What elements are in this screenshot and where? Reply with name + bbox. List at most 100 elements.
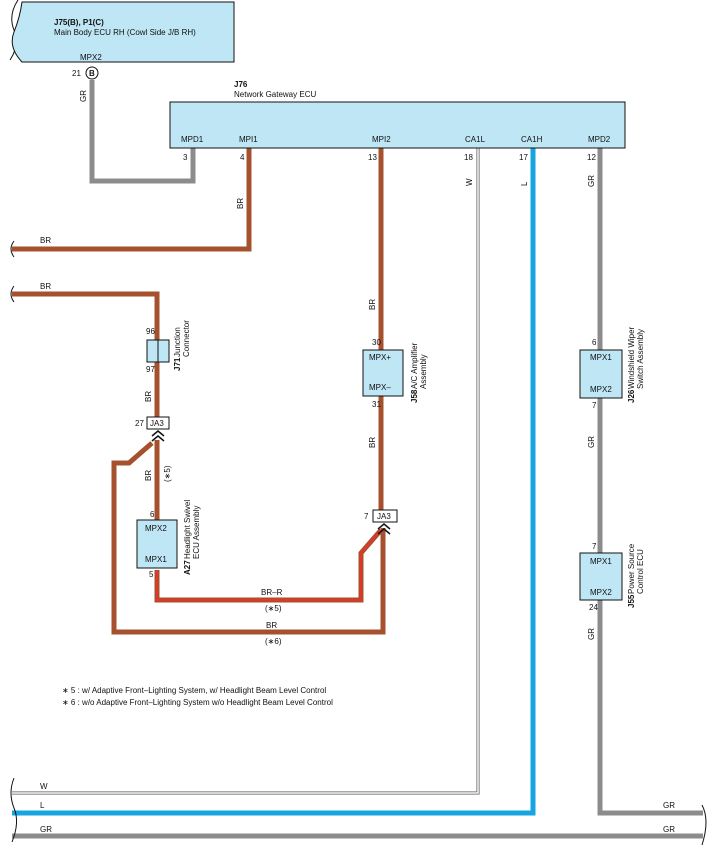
j71-name2: Connector — [182, 320, 191, 357]
j76-pin-ca1l: 18 — [464, 153, 473, 162]
j26-pin-bottom: 7 — [592, 401, 597, 410]
ja3-right-chevron — [377, 523, 391, 535]
j76-port-mpd2: MPD2 — [588, 135, 611, 144]
j76-pin-mpi1: 4 — [240, 153, 245, 162]
label-gr-bottom-left: GR — [40, 825, 52, 834]
j75-code: J75(B), P1(C) — [54, 18, 104, 27]
ja3-right-box — [372, 509, 398, 523]
a27-name2: ECU Assembly — [192, 506, 201, 559]
label-br-a27: BR — [144, 470, 153, 481]
j75-pin: 21 — [72, 69, 81, 78]
j58-label: J58 A/C Amplifier Assembly — [410, 342, 428, 403]
j55-label: J55 Power Source Control ECU — [627, 543, 645, 608]
wire-w-ca1l — [12, 148, 480, 795]
j75-pin-circle — [85, 66, 99, 80]
j26-code: J26 — [627, 389, 636, 403]
break-br2 — [10, 285, 15, 303]
j71-label: J71 Junction Connector — [173, 320, 191, 371]
j76-port-ca1h: CA1H — [521, 135, 543, 144]
note-6: ∗ 6 : w/o Adaptive Front–Lighting System… — [62, 698, 333, 707]
wire-w-ca1l-core — [12, 148, 479, 794]
label-br-left1: BR — [40, 236, 51, 245]
j55-port-top: MPX1 — [590, 557, 612, 566]
label-br-mpi2: BR — [368, 299, 377, 310]
wire-br-r-stripe — [156, 529, 382, 601]
label-gr-right2: GR — [663, 825, 675, 834]
j58-port-top: MPX+ — [369, 353, 391, 362]
j58-pin-top: 30 — [372, 338, 381, 347]
label-gr-mpd2: GR — [587, 175, 596, 187]
ja3-left-label: JA3 — [150, 419, 164, 428]
j55-pin-top: 7 — [592, 542, 597, 551]
j76-port-mpd1: MPD1 — [181, 135, 204, 144]
wire-l-ca1h — [12, 148, 536, 816]
ja3-right-pin: 7 — [364, 512, 369, 521]
j58-box — [362, 349, 404, 397]
ja3-left-box — [146, 416, 170, 430]
j76-box — [169, 101, 626, 149]
ja3-right-label: JA3 — [377, 512, 391, 521]
j58-name1: A/C Amplifier — [410, 342, 419, 389]
j76-port-ca1l: CA1L — [465, 135, 486, 144]
a27-pin-top: 6 — [150, 510, 155, 519]
j58-name2: Assembly — [419, 354, 428, 389]
a27-pin-bottom: 5 — [149, 570, 154, 579]
label-note6-loop: (∗6) — [265, 637, 282, 646]
j55-code: J55 — [627, 594, 636, 608]
label-w-bottom: W — [40, 782, 48, 791]
wire-br-mpi1 — [12, 148, 252, 252]
j76-pin-mpd2: 12 — [587, 153, 596, 162]
j75-pin-letter: B — [89, 69, 95, 78]
note-5: ∗ 5 : w/ Adaptive Front–Lighting System,… — [62, 686, 326, 695]
break-right — [701, 804, 707, 846]
label-gr-right1: GR — [663, 801, 675, 810]
wire-gr-j55 — [597, 600, 703, 816]
label-br-loop: BR — [266, 621, 277, 630]
label-gr-j75: GR — [79, 90, 88, 102]
wire-br-loop — [111, 441, 386, 635]
label-note5-a27: (∗5) — [163, 465, 172, 482]
label-br-j58: BR — [368, 437, 377, 448]
j26-name1: Windshield Wiper — [627, 326, 636, 389]
j76-port-mpi1: MPI1 — [239, 135, 258, 144]
a27-port-bottom: MPX1 — [145, 555, 167, 564]
j26-box — [579, 349, 623, 399]
label-br-left2: BR — [40, 282, 51, 291]
j71-name1: Junction — [173, 327, 182, 357]
label-note5-br-r: (∗5) — [265, 604, 282, 613]
j55-pin-bottom: 24 — [589, 603, 598, 612]
j55-port-bottom: MPX2 — [590, 588, 612, 597]
j71-pin-bottom: 97 — [146, 365, 155, 374]
j76-code: J76 — [234, 80, 248, 89]
ja3-left-chevron — [151, 430, 165, 442]
label-br-r: BR–R — [261, 588, 283, 597]
break-bottom — [10, 777, 18, 843]
label-l: L — [520, 181, 529, 186]
j55-box — [579, 552, 623, 601]
j58-port-bottom: MPX– — [369, 383, 391, 392]
j76-port-mpi2: MPI2 — [372, 135, 391, 144]
break-br1 — [10, 240, 15, 258]
j76-name: Network Gateway ECU — [234, 90, 316, 99]
wire-br-j71 — [12, 291, 160, 340]
a27-name1: Headlight Swivel — [183, 500, 192, 559]
j71-pin-top: 96 — [146, 327, 155, 336]
j26-port-top: MPX1 — [590, 353, 612, 362]
wire-gr-mpd1 — [89, 80, 196, 184]
label-w: W — [465, 178, 474, 186]
label-gr-j55: GR — [587, 628, 596, 640]
label-l-bottom: L — [40, 801, 45, 810]
j76-pin-mpd1: 3 — [183, 153, 188, 162]
j76-pin-ca1h: 17 — [519, 153, 528, 162]
label-gr-j26: GR — [587, 436, 596, 448]
j26-label: J26 Windshield Wiper Switch Assembly — [627, 326, 645, 403]
j26-name2: Switch Assembly — [636, 329, 645, 389]
a27-box — [136, 519, 178, 569]
label-br-mpi1: BR — [236, 198, 245, 209]
j71-code: J71 — [173, 357, 182, 371]
a27-label: A27 Headlight Swivel ECU Assembly — [183, 500, 201, 575]
ja3-left-pin: 27 — [135, 419, 144, 428]
j55-name1: Power Source — [627, 543, 636, 594]
j58-pin-bottom: 31 — [372, 400, 381, 409]
